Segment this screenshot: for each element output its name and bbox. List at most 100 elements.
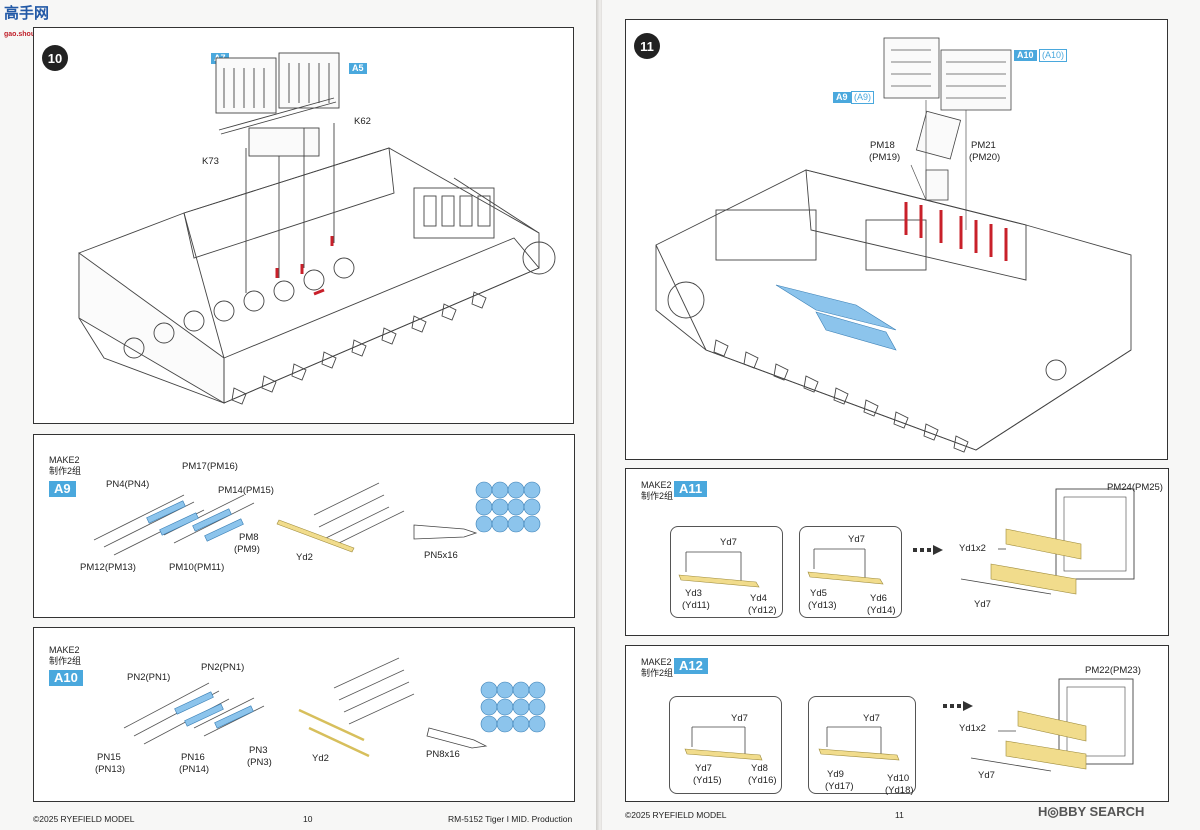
label-pn4: PN4(PN4)	[106, 479, 150, 490]
label-pn13: (PN13)	[95, 764, 126, 775]
make-label: MAKE2	[49, 645, 80, 655]
make-label-cn: 制作2组	[49, 466, 82, 476]
sub-assembly-box-2: Yd7 Yd5 (Yd13) Yd6 (Yd14)	[799, 526, 902, 618]
label-yd2: Yd2	[312, 753, 329, 764]
part-label-k73: K73	[202, 156, 219, 167]
bracket-drawing	[678, 551, 760, 588]
label-pm8: PM8	[239, 532, 259, 543]
label-yd4: Yd4	[750, 593, 767, 604]
sub-assembly-box-1: Yd7 Yd3 (Yd11) Yd4 (Yd12)	[670, 526, 783, 618]
make-label-cn: 制作2组	[641, 668, 674, 678]
label-pm20: (PM20)	[969, 152, 1001, 163]
panel-title-a10: A10	[49, 670, 83, 686]
label-yd7: Yd7	[720, 537, 737, 548]
label-yd7: Yd7	[978, 770, 995, 781]
make-label: MAKE2	[641, 480, 672, 490]
step-number: 11	[634, 33, 660, 59]
part-label-k62: K62	[354, 116, 371, 127]
make-label: MAKE2	[49, 455, 80, 465]
left-page: 高手网 gao.shou.com 10 A7 A5 K62 K73	[0, 0, 598, 830]
footer-copyright: ©2025 RYEFIELD MODEL	[33, 814, 135, 824]
step-number: 10	[42, 45, 68, 71]
watermark-brand: H◎BBY SEARCH	[1038, 804, 1145, 819]
label-yd13: (Yd13)	[808, 600, 837, 611]
label-pm12: PM12(PM13)	[80, 562, 136, 573]
footer-page-number: 11	[895, 810, 904, 820]
part-tag-a9-alt: (A9)	[851, 91, 875, 104]
arrow-icon	[943, 701, 973, 711]
label-pm9: (PM9)	[234, 544, 260, 555]
label-pn3b: (PN3)	[247, 757, 272, 768]
make-label-cn: 制作2组	[641, 491, 674, 501]
label-pm24: PM24(PM25)	[1107, 482, 1163, 493]
arrow-icon	[913, 545, 943, 555]
tank-hull-drawing	[78, 52, 556, 405]
label-yd7: Yd7	[863, 713, 880, 724]
label-yd10: Yd10	[887, 773, 910, 784]
footer-product: RM-5152 Tiger I MID. Production	[448, 814, 573, 824]
label-yd8: Yd8	[751, 763, 768, 774]
label-yd16: (Yd16)	[748, 775, 777, 786]
footer-copyright: ©2025 RYEFIELD MODEL	[625, 810, 727, 820]
label-yd14: (Yd14)	[867, 605, 896, 616]
label-yd1x2: Yd1x2	[959, 543, 986, 554]
part-tag-a9: A9	[833, 92, 851, 103]
label-yd7-b: Yd7	[695, 763, 712, 774]
step-10-panel: 10 A7 A5 K62 K73	[33, 27, 574, 424]
label-yd6: Yd6	[870, 593, 887, 604]
make-label-cn: 制作2组	[49, 656, 82, 666]
panel-a11: MAKE2 制作2组 A11 Yd7 Yd3 (Yd11) Yd4 (Yd12)…	[625, 468, 1169, 636]
tank-hull-drawing	[655, 37, 1132, 453]
panel-title-a9: A9	[49, 481, 76, 497]
label-pm21: PM21	[971, 140, 996, 151]
label-pn3: PN3	[249, 745, 268, 756]
part-tag-a10-alt: (A10)	[1039, 49, 1068, 62]
book-spine	[596, 0, 604, 830]
sub-assembly-box-1: Yd7 Yd7 (Yd15) Yd8 (Yd16)	[669, 696, 782, 794]
bracket-drawing	[684, 726, 763, 761]
label-yd7: Yd7	[731, 713, 748, 724]
a9-assembly-drawing	[93, 481, 541, 556]
panel-a10: MAKE2 制作2组 A10 PN2(PN1) PN2(PN1) PN15 (P…	[33, 627, 575, 802]
panel-title-a11: A11	[674, 481, 708, 497]
label-yd15: (Yd15)	[693, 775, 722, 786]
part-tag-a10: A10	[1014, 50, 1037, 61]
a12-assembly-drawing	[970, 678, 1134, 772]
part-tag-a5: A5	[349, 63, 367, 74]
label-pm19: (PM19)	[869, 152, 901, 163]
label-pn2-b: PN2(PN1)	[201, 662, 245, 673]
label-pm22: PM22(PM23)	[1085, 665, 1141, 676]
label-pn14: (PN14)	[179, 764, 210, 775]
label-yd17: (Yd17)	[825, 781, 854, 792]
bracket-drawing	[818, 726, 900, 761]
label-pn16: PN16	[181, 752, 205, 763]
a10-assembly-drawing	[123, 657, 546, 758]
label-yd12: (Yd12)	[748, 605, 777, 616]
step-11-panel: 11 A10 (A10) A9 (A9) PM18 (PM19) PM21 (P…	[625, 19, 1168, 460]
label-yd7: Yd7	[848, 534, 865, 545]
label-pn2-a: PN2(PN1)	[127, 672, 171, 683]
label-pn8: PN8x16	[426, 749, 460, 760]
make-label: MAKE2	[641, 657, 672, 667]
label-yd3: Yd3	[685, 588, 702, 599]
panel-a12: MAKE2 制作2组 A12 Yd7 Yd7 (Yd15) Yd8 (Yd16)…	[625, 645, 1169, 802]
right-page: 11 A10 (A10) A9 (A9) PM18 (PM19) PM21 (P…	[602, 0, 1200, 830]
label-yd11: (Yd11)	[682, 600, 710, 611]
label-pm18: PM18	[870, 140, 895, 151]
watermark-logo: 高手网 gao.shou.com	[4, 5, 52, 38]
bracket-drawing	[807, 548, 884, 585]
label-pn5: PN5x16	[424, 550, 458, 561]
label-yd18: (Yd18)	[885, 785, 914, 796]
panel-title-a12: A12	[674, 658, 708, 674]
label-yd9: Yd9	[827, 769, 844, 780]
label-yd7: Yd7	[974, 599, 991, 610]
label-yd5: Yd5	[810, 588, 827, 599]
label-pm10: PM10(PM11)	[169, 562, 225, 573]
a11-assembly-drawing	[960, 488, 1135, 595]
label-yd2: Yd2	[296, 552, 313, 563]
label-pn15: PN15	[97, 752, 121, 763]
panel-a9: MAKE2 制作2组 A9 PN4(PN4) PM17(PM16) PM14(P…	[33, 434, 575, 618]
sub-assembly-box-2: Yd7 Yd9 (Yd17) Yd10 (Yd18)	[808, 696, 916, 796]
label-pm17: PM17(PM16)	[182, 461, 238, 472]
label-yd1x2: Yd1x2	[959, 723, 986, 734]
